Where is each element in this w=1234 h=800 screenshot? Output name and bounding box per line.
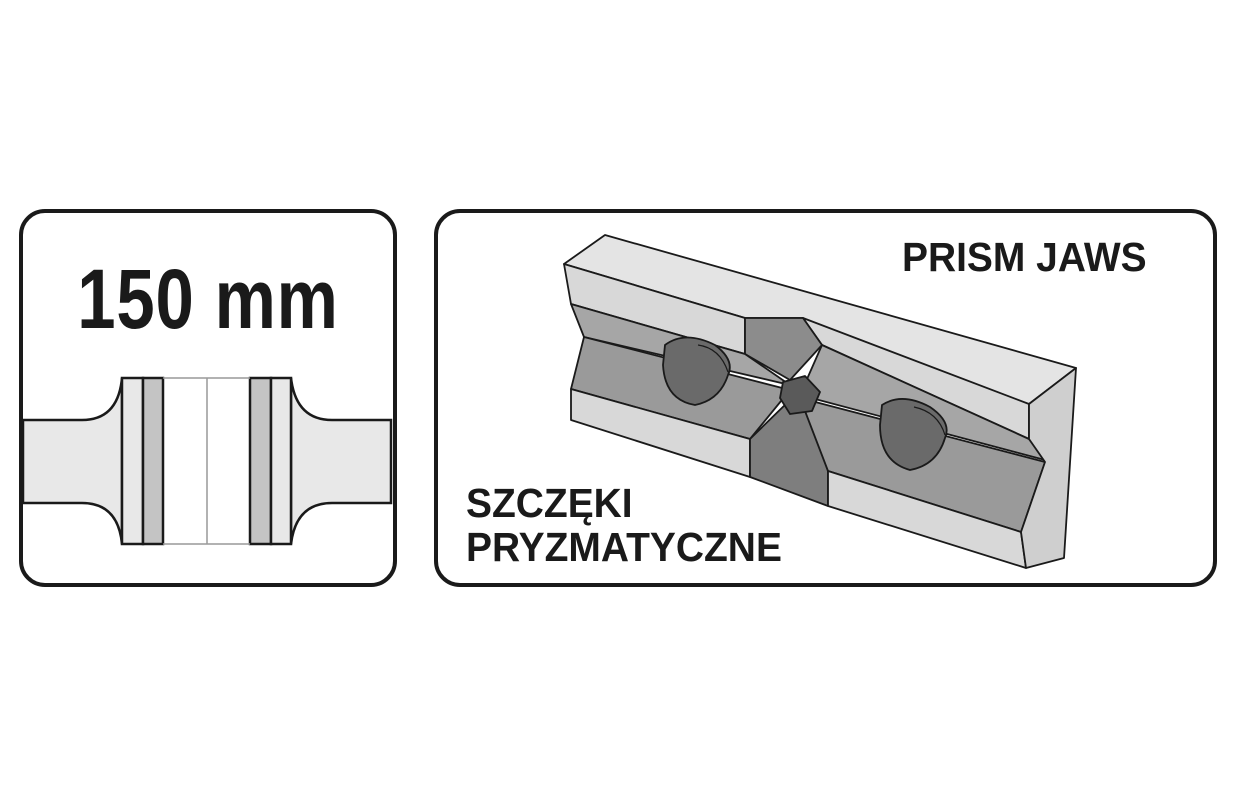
size-panel: 150 mm — [19, 209, 397, 587]
jaw-opening-icon — [21, 376, 393, 546]
title-pl-line2: PRYZMATYCZNE — [466, 524, 782, 570]
prism-jaw-illustration — [563, 234, 1077, 569]
title-pl-line1: SZCZĘKI — [466, 480, 633, 526]
size-label: 150 mm — [77, 252, 339, 346]
title-en: PRISM JAWS — [902, 234, 1147, 280]
